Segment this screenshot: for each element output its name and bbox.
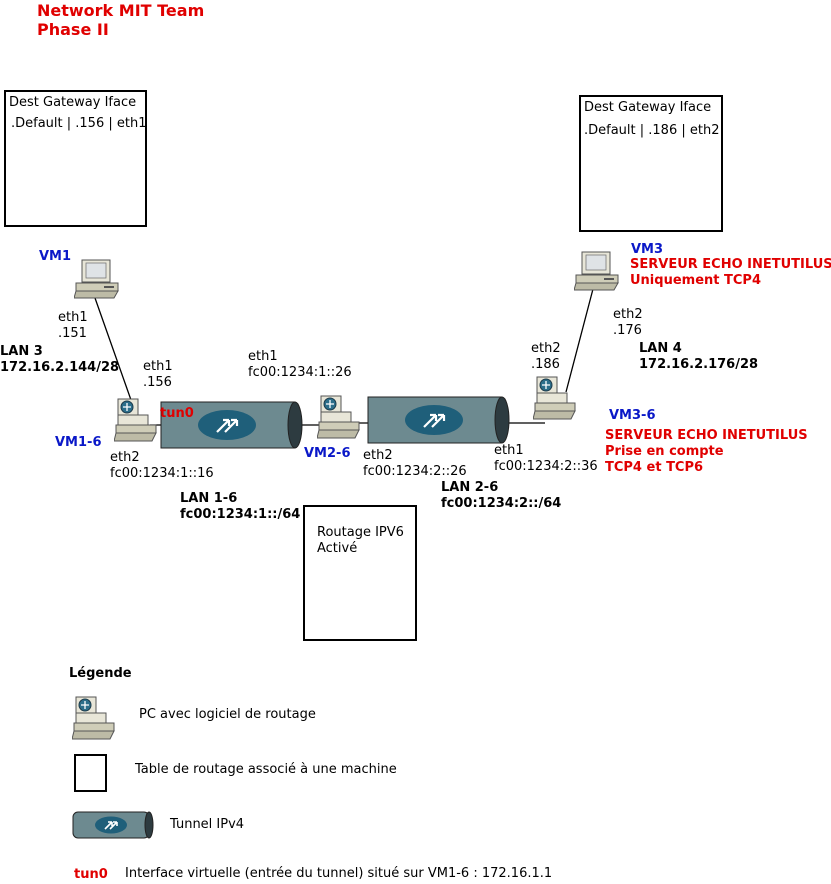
interface-name: eth2 bbox=[110, 450, 140, 465]
legend-router-label: PC avec logiciel de routage bbox=[139, 707, 316, 722]
lan-name: LAN 2-6 bbox=[441, 480, 499, 495]
host-label-vm1: VM1 bbox=[39, 249, 72, 264]
interface-ip: .186 bbox=[531, 357, 560, 372]
legend-tun0-label: tun0 bbox=[74, 867, 108, 882]
interface-name: eth2 bbox=[531, 341, 561, 356]
lan-name: LAN 3 bbox=[0, 344, 43, 359]
interface-ip: .151 bbox=[58, 326, 87, 341]
tunnel-icon bbox=[160, 401, 303, 449]
host-label-vm1-6: VM1-6 bbox=[55, 435, 102, 450]
lan-network: fc00:1234:2::/64 bbox=[441, 496, 562, 511]
host-label-vm2-6: VM2-6 bbox=[304, 446, 351, 461]
interface-name: eth2 bbox=[613, 307, 643, 322]
interface-ip: .156 bbox=[143, 375, 172, 390]
legend-table-icon bbox=[74, 754, 107, 792]
pc-icon bbox=[74, 259, 119, 299]
route-table-row: .Default | .156 | eth1 bbox=[11, 116, 147, 131]
interface-name: eth1 bbox=[494, 443, 524, 458]
interface-ip: fc00:1234:1::16 bbox=[110, 466, 214, 481]
interface-ip: .176 bbox=[613, 323, 642, 338]
ipv6-routing-box: Routage IPV6 Activé bbox=[303, 505, 417, 641]
routing-line1: Routage IPV6 bbox=[317, 525, 404, 540]
routing-line2: Activé bbox=[317, 541, 358, 556]
route-table-vm1: Dest Gateway Iface .Default | .156 | eth… bbox=[4, 90, 147, 227]
vm3-note: Uniquement TCP4 bbox=[630, 273, 761, 288]
diagram-title: Network MIT Team bbox=[37, 1, 205, 20]
interface-name: eth1 bbox=[248, 349, 278, 364]
host-label-vm3: VM3 bbox=[631, 242, 664, 257]
host-label-vm3-6: VM3-6 bbox=[609, 408, 656, 423]
interface-ip: fc00:1234:1::26 bbox=[248, 365, 352, 380]
legend-tun0-desc: Interface virtuelle (entrée du tunnel) s… bbox=[125, 866, 553, 881]
interface-ip: fc00:1234:2::26 bbox=[363, 464, 467, 479]
lan-network: 172.16.2.176/28 bbox=[639, 357, 759, 372]
pc-icon bbox=[574, 251, 619, 291]
lan-network: 172.16.2.144/28 bbox=[0, 360, 120, 375]
vm3-6-note: TCP4 et TCP6 bbox=[605, 460, 704, 475]
tun0-label: tun0 bbox=[160, 406, 194, 421]
legend-title: Légende bbox=[69, 666, 132, 681]
lan-name: LAN 4 bbox=[639, 341, 682, 356]
interface-name: eth2 bbox=[363, 448, 393, 463]
interface-ip: fc00:1234:2::36 bbox=[494, 459, 598, 474]
diagram-subtitle: Phase II bbox=[37, 20, 109, 39]
lan-network: fc00:1234:1::/64 bbox=[180, 507, 301, 522]
interface-name: eth1 bbox=[58, 310, 88, 325]
route-table-vm3: Dest Gateway Iface .Default | .186 | eth… bbox=[579, 95, 723, 232]
tunnel-icon bbox=[72, 811, 154, 839]
route-table-header: Dest Gateway Iface bbox=[9, 95, 137, 110]
interface-name: eth1 bbox=[143, 359, 173, 374]
tunnel-icon bbox=[367, 396, 510, 444]
vm3-note: SERVEUR ECHO INETUTILUS bbox=[630, 257, 831, 272]
legend-tunnel-label: Tunnel IPv4 bbox=[170, 817, 245, 832]
route-table-header: Dest Gateway Iface bbox=[584, 100, 712, 115]
vm3-6-note: SERVEUR ECHO INETUTILUS bbox=[605, 428, 808, 443]
router-pc-icon bbox=[533, 376, 576, 420]
router-pc-icon bbox=[317, 395, 360, 439]
vm3-6-note: Prise en compte bbox=[605, 444, 724, 459]
route-table-row: .Default | .186 | eth2 bbox=[584, 123, 720, 138]
lan-name: LAN 1-6 bbox=[180, 491, 238, 506]
router-pc-icon bbox=[72, 696, 115, 740]
legend-table-label: Table de routage associé à une machine bbox=[135, 762, 397, 777]
router-pc-icon bbox=[114, 398, 157, 442]
